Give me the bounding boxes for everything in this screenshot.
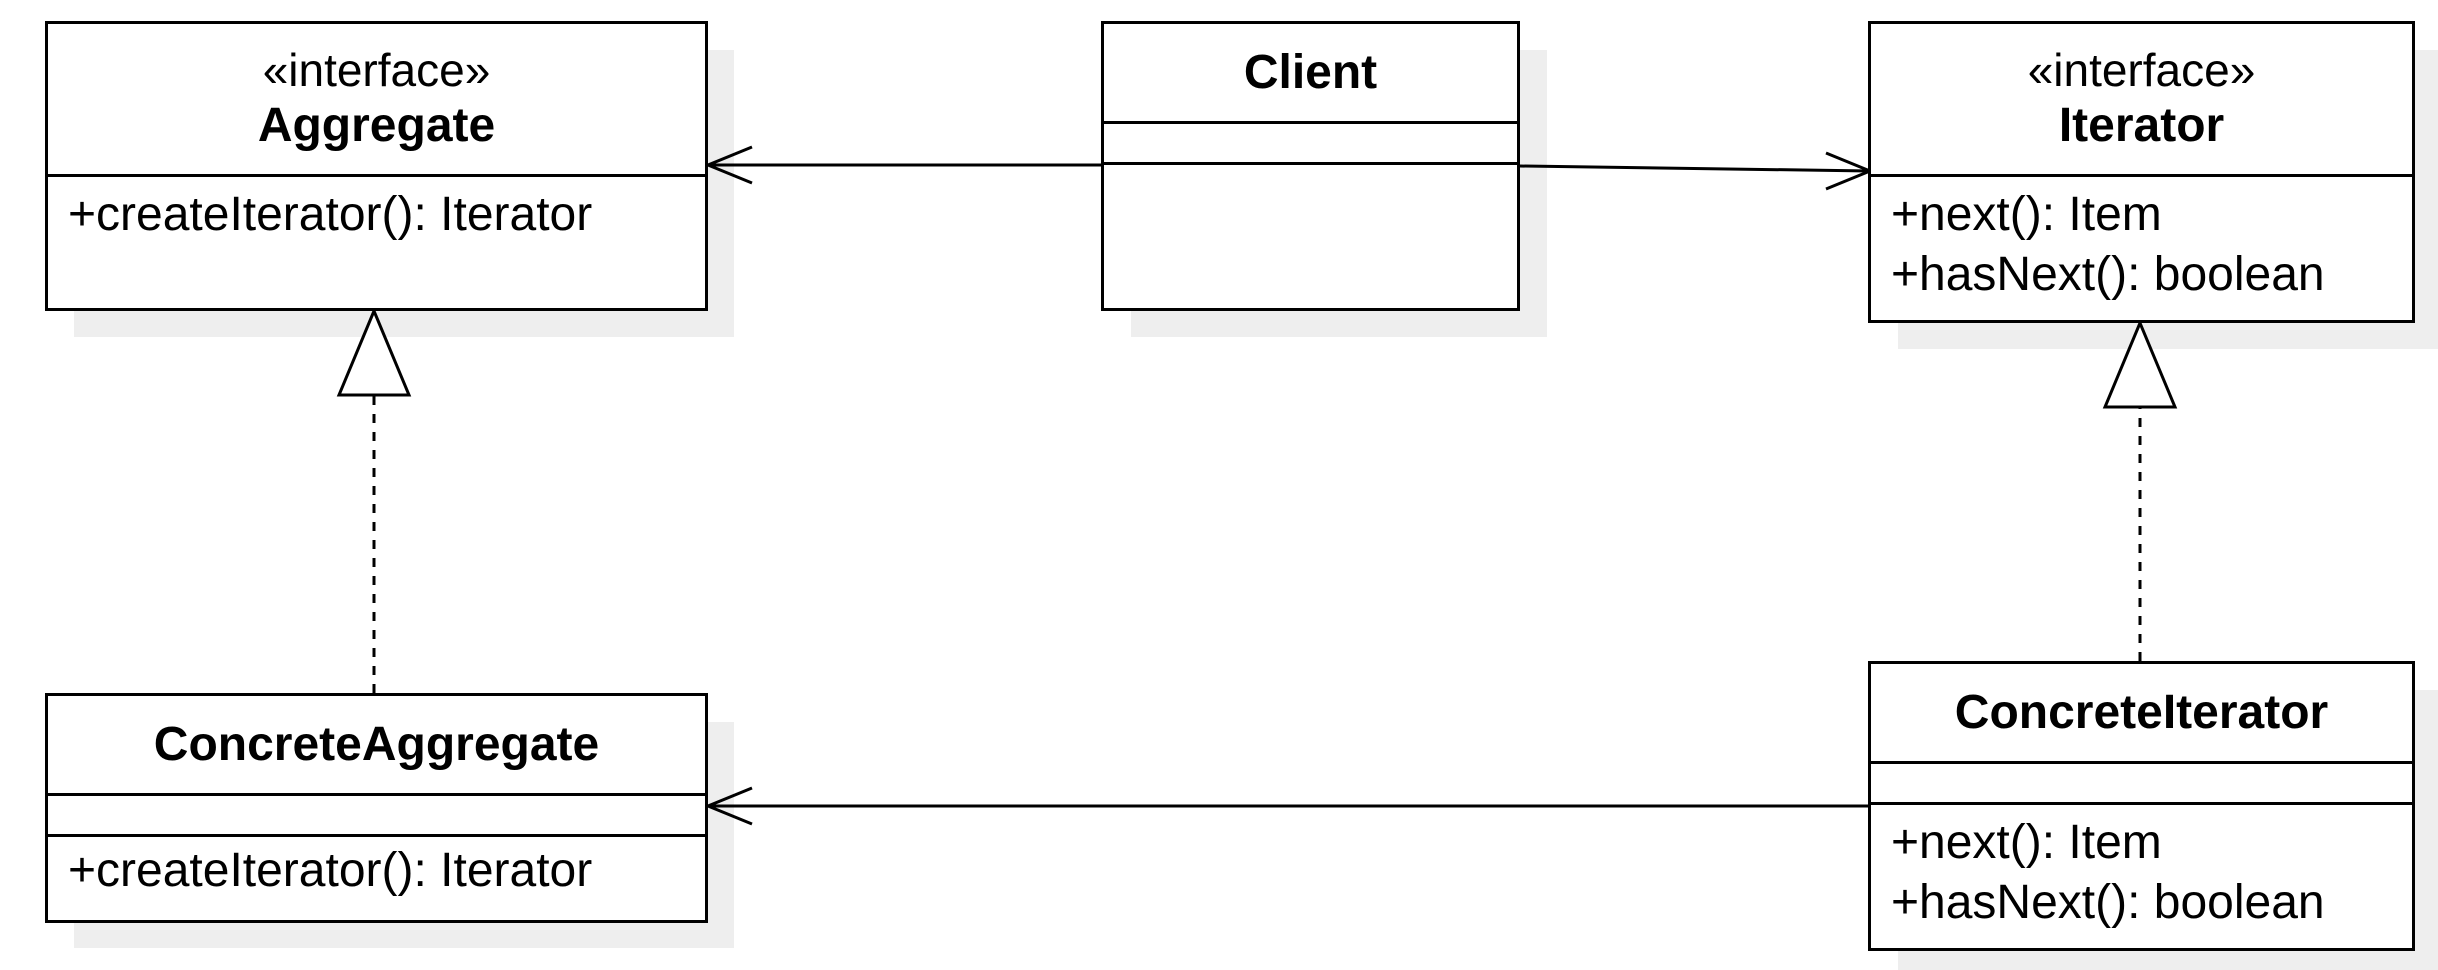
aggregate-class[interactable]: «interface» Aggregate +createIterator():… xyxy=(45,21,708,311)
concrete-iterator-method-next: +next(): Item xyxy=(1891,816,2162,869)
client-to-iterator-association[interactable] xyxy=(1519,151,1874,191)
client-attributes xyxy=(1104,124,1517,165)
concrete-iterator-to-concrete-aggregate-association[interactable] xyxy=(704,786,1868,826)
iterator-methods: +next(): Item +hasNext(): boolean xyxy=(1871,177,2412,305)
concrete-iterator-attributes xyxy=(1871,764,2412,805)
aggregate-header: «interface» Aggregate xyxy=(48,24,705,177)
concrete-aggregate-methods: +createIterator(): Iterator xyxy=(48,837,705,901)
concrete-aggregate-name: ConcreteAggregate xyxy=(153,717,600,771)
client-name: Client xyxy=(1243,45,1378,99)
iterator-stereotype: «interface» xyxy=(2027,44,2256,96)
concrete-aggregate-header: ConcreteAggregate xyxy=(48,696,705,796)
concrete-iterator-methods: +next(): Item +hasNext(): boolean xyxy=(1871,805,2412,933)
concrete-aggregate-method: +createIterator(): Iterator xyxy=(68,844,593,897)
client-class[interactable]: Client xyxy=(1101,21,1520,311)
aggregate-methods: +createIterator(): Iterator xyxy=(48,177,705,245)
iterator-class[interactable]: «interface» Iterator +next(): Item +hasN… xyxy=(1868,21,2415,323)
iterator-header: «interface» Iterator xyxy=(1871,24,2412,177)
concrete-iterator-realization[interactable] xyxy=(2102,319,2178,661)
concrete-aggregate-realization[interactable] xyxy=(336,307,412,693)
iterator-method-next: +next(): Item xyxy=(1891,188,2162,241)
concrete-iterator-header: ConcreteIterator xyxy=(1871,664,2412,764)
client-header: Client xyxy=(1104,24,1517,124)
iterator-method-hasnext: +hasNext(): boolean xyxy=(1891,248,2325,301)
iterator-name: Iterator xyxy=(2058,99,2225,152)
concrete-iterator-name: ConcreteIterator xyxy=(1954,685,2329,739)
aggregate-name: Aggregate xyxy=(257,99,496,152)
aggregate-method: +createIterator(): Iterator xyxy=(68,188,593,241)
concrete-iterator-method-hasnext: +hasNext(): boolean xyxy=(1891,876,2325,929)
concrete-iterator-class[interactable]: ConcreteIterator +next(): Item +hasNext(… xyxy=(1868,661,2415,951)
concrete-aggregate-class[interactable]: ConcreteAggregate +createIterator(): Ite… xyxy=(45,693,708,923)
concrete-aggregate-attributes xyxy=(48,796,705,837)
client-to-aggregate-association[interactable] xyxy=(704,145,1101,185)
aggregate-stereotype: «interface» xyxy=(262,44,491,96)
